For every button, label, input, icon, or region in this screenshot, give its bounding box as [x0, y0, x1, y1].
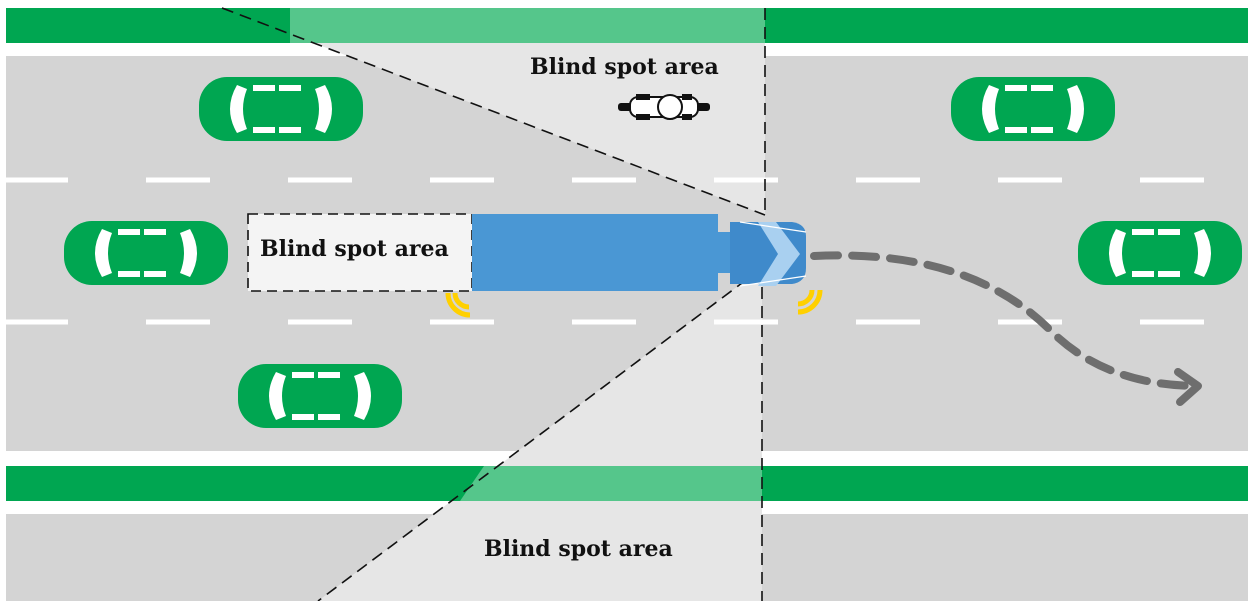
motorcycle-icon	[618, 94, 710, 120]
blind-spot-label-bottom: Blind spot area	[484, 536, 673, 562]
car-icon	[951, 77, 1115, 141]
median-top-highlight	[290, 8, 765, 43]
car-icon	[238, 364, 402, 428]
car-icon	[64, 221, 228, 285]
blind-spot-label-top: Blind spot area	[530, 54, 719, 80]
truck-icon	[472, 214, 807, 291]
blind-zone-boundaries	[221, 7, 766, 601]
sensor-wave-icon	[445, 292, 471, 318]
car-icon	[199, 77, 363, 141]
blind-zone-rear	[247, 213, 473, 292]
median-bottom-highlight	[460, 466, 762, 501]
sensor-wave-icon	[797, 289, 823, 315]
blind-spot-label-rear: Blind spot area	[260, 236, 449, 262]
arrow-head-icon	[1174, 368, 1202, 406]
car-icon	[1078, 221, 1242, 285]
turn-path	[810, 251, 1199, 390]
